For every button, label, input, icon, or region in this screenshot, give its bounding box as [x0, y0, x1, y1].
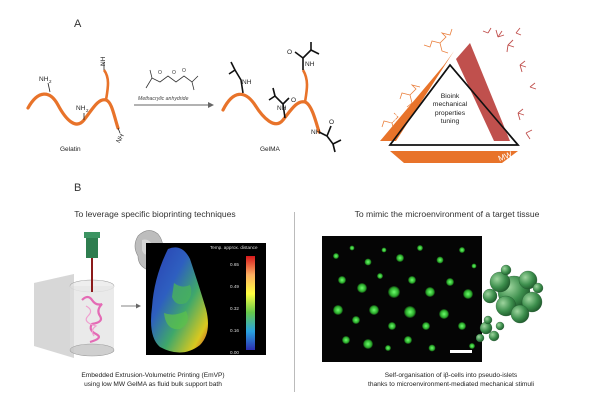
- left-caption-line-1: Embedded Extrusion-Volumetric Printing (…: [81, 372, 225, 379]
- svg-text:NH: NH: [277, 105, 287, 112]
- svg-text:2: 2: [49, 79, 52, 84]
- svg-text:NH: NH: [305, 61, 315, 68]
- svg-text:NH: NH: [76, 105, 86, 112]
- gelatin-label: Gelatin: [60, 146, 81, 153]
- colorbar-tick: 0.65: [230, 262, 239, 267]
- center-line-4: tuning: [440, 118, 460, 126]
- colorbar: [246, 256, 255, 350]
- left-caption: Embedded Extrusion-Volumetric Printing (…: [28, 372, 278, 390]
- panel-a-label: A: [74, 18, 82, 30]
- colorbar-title: Temp. approx. distance: [210, 245, 258, 250]
- gelma-chain: NH NH O O NH NH O: [221, 42, 342, 153]
- svg-text:O: O: [158, 70, 162, 76]
- process-arrow: [121, 303, 141, 309]
- svg-text:O: O: [182, 68, 186, 74]
- center-line-1: Bioink: [440, 93, 460, 100]
- panel-divider: [294, 212, 295, 392]
- colorbar-tick: 0.00: [230, 350, 239, 355]
- svg-text:NH: NH: [100, 56, 107, 66]
- svg-text:O: O: [287, 49, 292, 56]
- colorbar-tick: 0.16: [230, 328, 239, 333]
- svg-text:O: O: [291, 97, 296, 104]
- svg-text:NH: NH: [311, 129, 321, 136]
- svg-text:NH: NH: [39, 76, 49, 83]
- panel-b-label: B: [74, 182, 82, 194]
- svg-text:NH: NH: [242, 79, 252, 86]
- right-title: To mimic the microenvironment of a targe…: [354, 209, 540, 219]
- left-caption-line-2: using low MW GelMA as fluid bulk support…: [84, 380, 222, 388]
- svg-text:2: 2: [86, 108, 89, 113]
- colorbar-tick: 0.32: [230, 306, 239, 311]
- center-line-3: properties: [434, 109, 466, 117]
- left-title: To leverage specific bioprinting techniq…: [74, 209, 236, 219]
- right-caption-line-1: Self-organisation of iβ-cells into pseud…: [384, 372, 518, 379]
- pseudo-islets-micrograph: [322, 236, 482, 362]
- right-caption-line-2: thanks to microenvironment-mediated mech…: [367, 380, 534, 388]
- reagent-label: Methacrylic anhydride: [138, 96, 189, 102]
- islet-cluster-illustration: [476, 264, 544, 343]
- colorbar-tick: 0.49: [230, 284, 239, 289]
- right-caption: Self-organisation of iβ-cells into pseud…: [316, 372, 586, 390]
- emvp-printing-illustration: [34, 232, 115, 358]
- bioink-properties-triangle: [380, 27, 537, 163]
- svg-text:O: O: [329, 119, 334, 126]
- reaction-arrow: [134, 102, 214, 108]
- colorbar-ticks: 0.65 0.49 0.32 0.16 0.00: [230, 254, 239, 364]
- svg-text:NH: NH: [115, 133, 126, 145]
- methacrylic-anhydride-structure: O O O: [145, 68, 199, 91]
- triangle-center-text: Bioink mechanical properties tuning: [430, 93, 470, 127]
- svg-text:O: O: [172, 70, 176, 76]
- gelma-label: GelMA: [260, 146, 280, 153]
- center-line-2: mechanical: [432, 101, 468, 109]
